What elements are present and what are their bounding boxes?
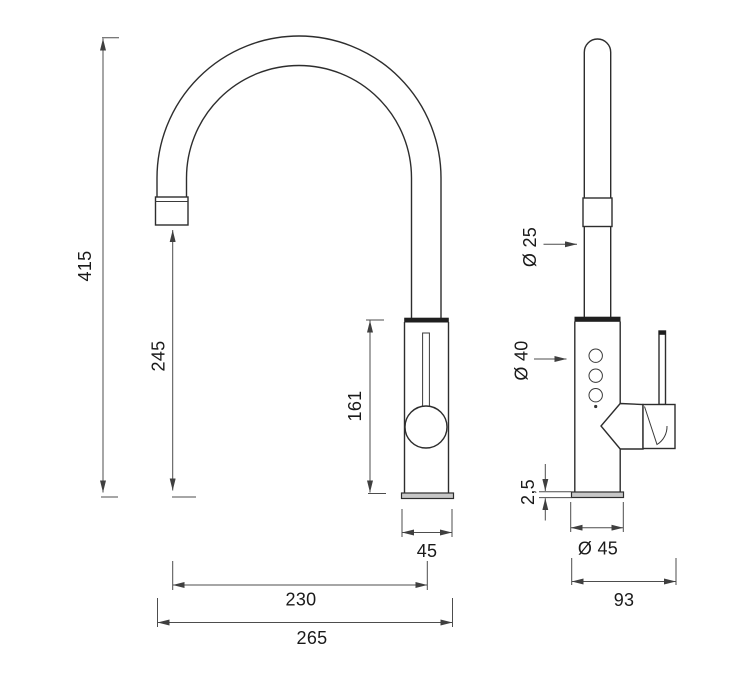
base-flange-front	[400, 492, 455, 500]
dim-overall-height-label: 415	[75, 251, 95, 282]
dim-overall-reach: 265	[157, 598, 453, 648]
dim-spout-reach-label: 230	[286, 590, 317, 610]
dim-overall-depth-label: 93	[614, 590, 635, 610]
side-view	[570, 38, 676, 499]
extension-ticks	[101, 37, 119, 498]
spout-tube	[583, 38, 612, 198]
handle-rod-cap	[658, 330, 666, 335]
dim-base-width: 45	[401, 509, 453, 561]
dim-body-height: 161	[345, 319, 386, 494]
button-bottom	[588, 388, 603, 403]
dim-base-plate-thickness-label: 2,5	[518, 479, 538, 505]
spout-arc-inner	[185, 64, 413, 318]
button-top	[588, 348, 603, 363]
dim-outlet-height-label: 245	[149, 341, 169, 372]
body-top-cap	[404, 317, 449, 323]
handle-rod	[658, 330, 667, 406]
base-flange-side	[570, 491, 625, 499]
dim-spout-reach: 230	[172, 561, 428, 610]
side-body-cylinder	[574, 321, 621, 492]
dim-base-diameter: Ø 45	[570, 502, 624, 559]
button-middle	[588, 368, 603, 383]
dim-outlet-height: 245	[149, 230, 196, 498]
front-view	[154, 35, 455, 500]
dim-overall-depth: 93	[571, 558, 677, 610]
handle-hub	[600, 402, 644, 450]
extension-lines	[539, 491, 572, 499]
dim-base-diameter-label: Ø 45	[578, 539, 618, 559]
dim-base-width-label: 45	[417, 541, 438, 561]
dim-overall-reach-label: 265	[297, 628, 328, 648]
control-buttons	[588, 348, 603, 409]
dim-spout-diameter-label: Ø 25	[520, 227, 540, 267]
handle-block-detail	[644, 406, 668, 446]
handle-block	[642, 403, 676, 450]
extension-ticks	[366, 319, 386, 494]
side-body-top-cap	[574, 316, 621, 322]
handle-slot	[422, 332, 430, 407]
handle-knob	[404, 405, 448, 449]
extension-lines	[571, 558, 677, 585]
extension-lines	[172, 561, 428, 590]
indicator-dot	[594, 404, 598, 409]
body-cylinder	[403, 322, 450, 493]
dim-spout-diameter: Ø 25	[520, 227, 577, 267]
spout-tube-lower	[583, 226, 612, 317]
dim-body-diameter-label: Ø 40	[512, 340, 532, 380]
dim-body-diameter: Ø 40	[512, 340, 567, 381]
dim-overall-height: 415	[75, 37, 119, 498]
dim-body-height-label: 161	[345, 391, 365, 422]
spout-sleeve	[582, 197, 613, 228]
dim-base-plate-thickness: 2,5	[518, 464, 572, 521]
extension-lines	[570, 502, 624, 532]
spout-arc-outer	[156, 35, 442, 318]
